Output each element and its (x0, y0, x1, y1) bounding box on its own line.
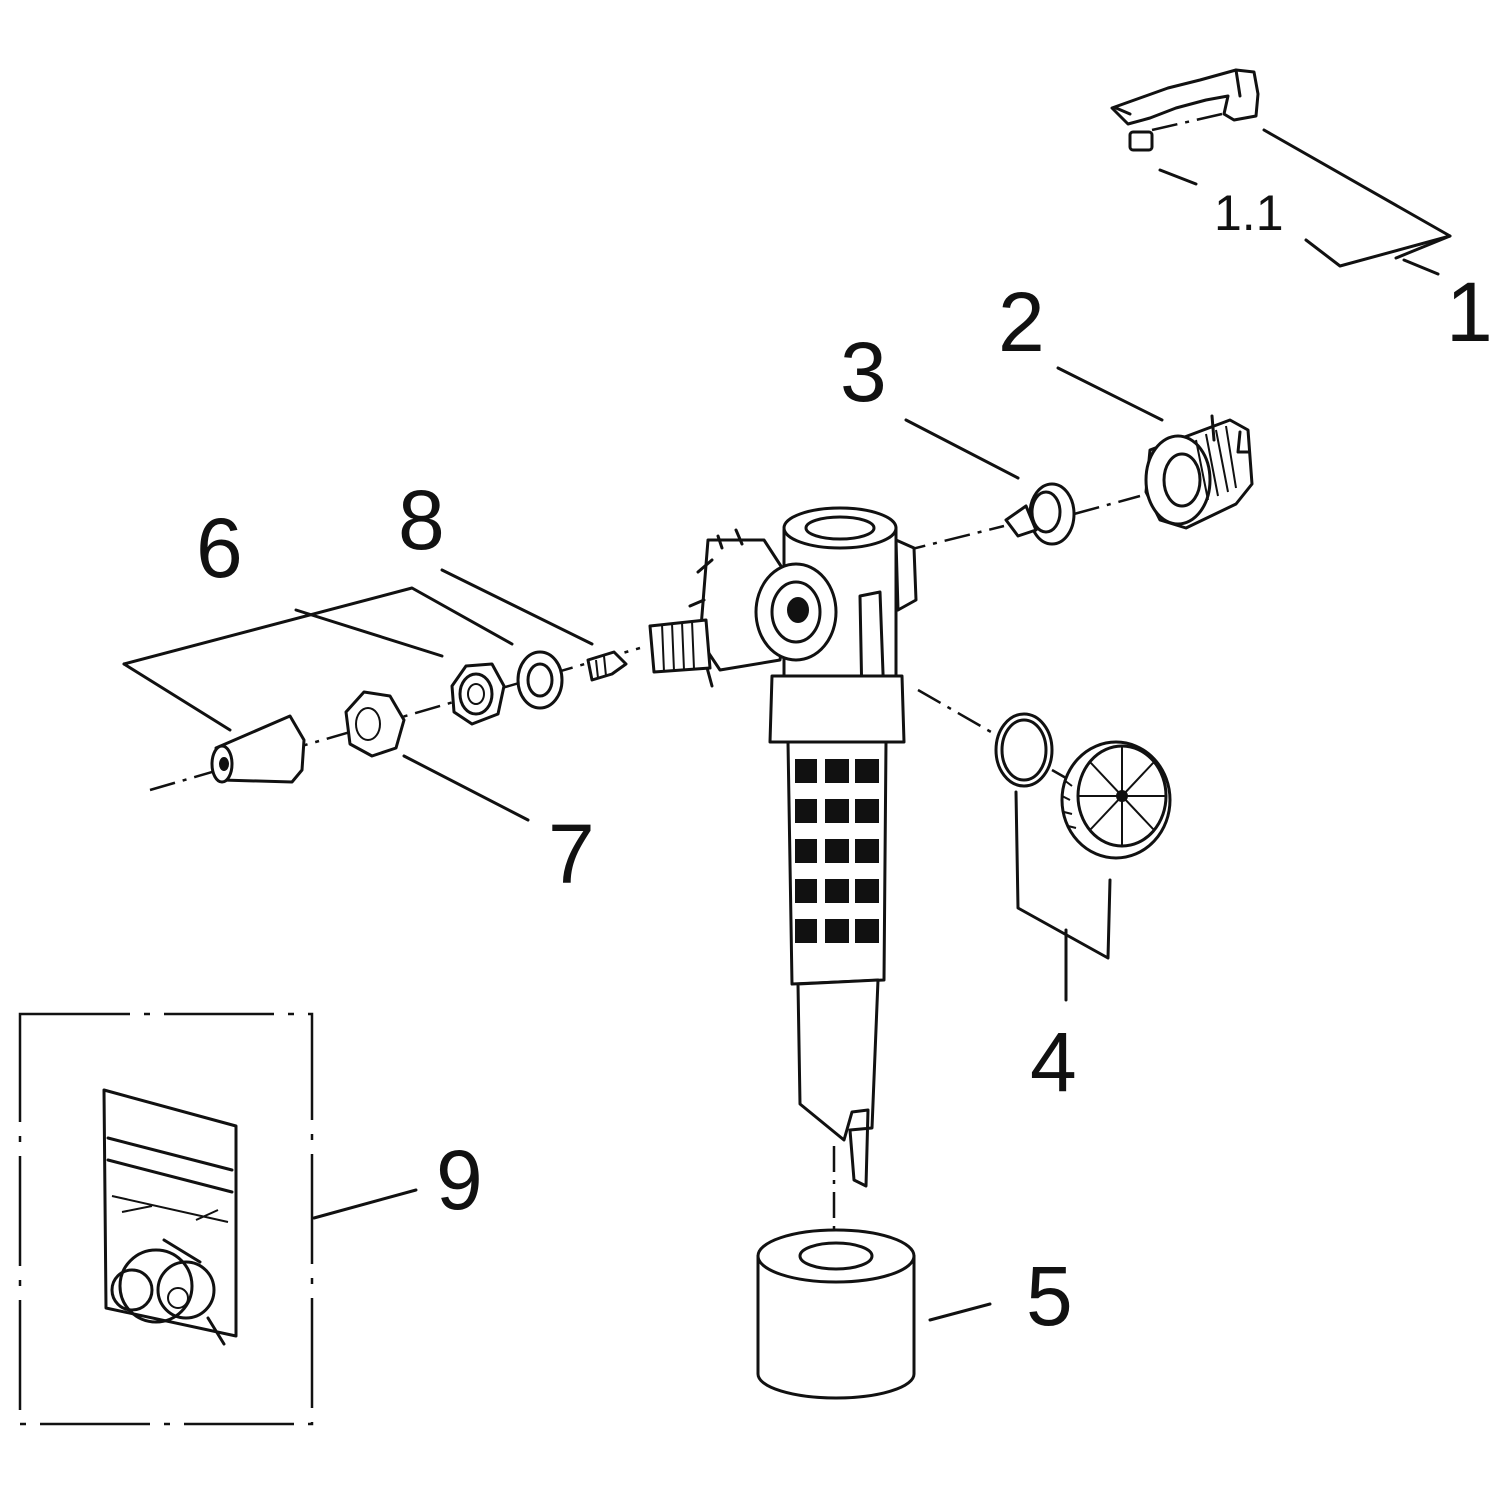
callout-3: 3 (840, 325, 887, 419)
lever-arm-part (1110, 68, 1260, 152)
leader-line-2 (1056, 366, 1164, 422)
valve-body-part (648, 506, 918, 1188)
service-pack-box (18, 1012, 314, 1426)
axis-line-3 (899, 494, 1141, 554)
leader-line-3 (904, 418, 1020, 480)
callout-9: 9 (436, 1133, 483, 1227)
nozzle-part-8 (586, 650, 628, 682)
leader-lines-4 (1014, 790, 1112, 1002)
float-part (756, 1228, 916, 1400)
callout-1: 1 (1446, 265, 1493, 359)
filter-mesh (795, 759, 879, 943)
leader-lines-1 (1158, 128, 1452, 276)
callout-2: 2 (998, 275, 1045, 369)
leader-line-9 (312, 1188, 418, 1220)
washer-part (516, 650, 564, 710)
cone-part (210, 714, 306, 784)
diaphragm-part (1004, 482, 1076, 546)
callout-8: 8 (398, 473, 445, 567)
leader-lines-inlet (122, 568, 594, 822)
compression-ring-part (344, 690, 406, 758)
callout-6: 6 (196, 501, 243, 595)
adjustment-cap-part (1144, 414, 1254, 530)
o-ring-part (994, 712, 1054, 788)
callout-4: 4 (1030, 1015, 1077, 1109)
callout-7: 7 (548, 807, 595, 901)
end-cap-part (1060, 740, 1172, 860)
leader-line-5 (928, 1302, 992, 1322)
callout-1-1: 1.1 (1214, 185, 1284, 241)
callout-5: 5 (1026, 1249, 1073, 1343)
hex-nut-part (450, 662, 506, 726)
axis-line-4 (917, 688, 1067, 780)
